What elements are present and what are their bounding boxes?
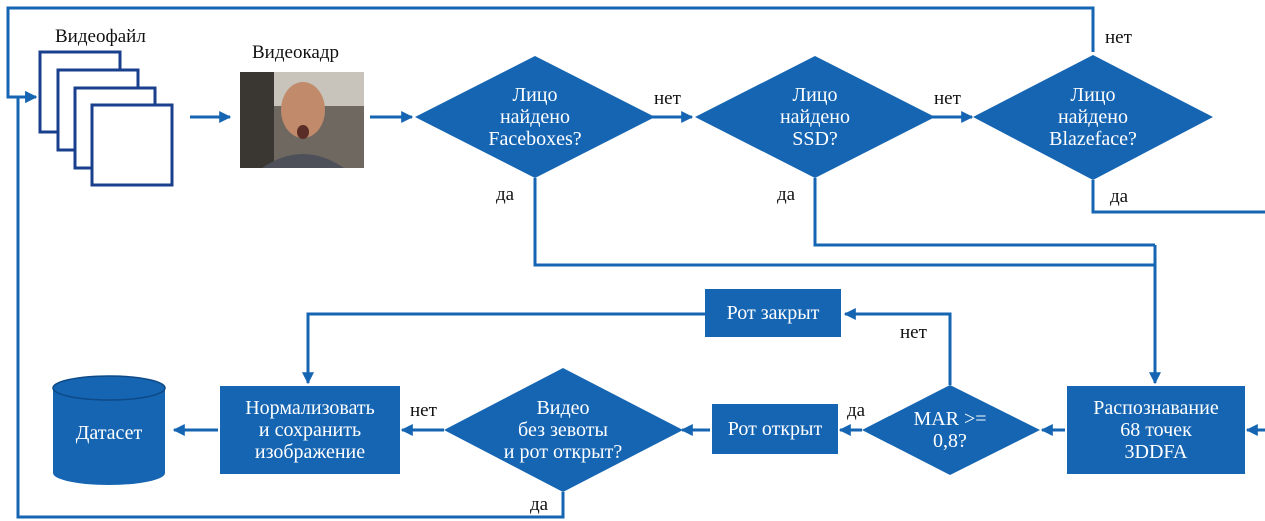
process-normalize: Нормализовать и сохранить изображение	[220, 386, 400, 474]
videofile-stack-icon	[38, 50, 174, 187]
dataset-label: Датасет	[75, 422, 143, 444]
decision-blazeface-text: Лицо найдено Blazeface?	[1049, 84, 1137, 150]
edge-label-blazeface-yes: да	[1110, 186, 1129, 207]
arrow-closed-to-normalize	[302, 312, 705, 385]
decision-blazeface	[973, 55, 1213, 180]
edge-label-mar-yes: да	[847, 400, 866, 421]
edge-label-faceboxes-yes: да	[496, 184, 515, 205]
arrow-mar-no	[843, 308, 952, 385]
edge-label-video-yes: да	[530, 494, 549, 515]
decision-ssd-text: Лицо найдено SSD?	[779, 84, 851, 150]
edge-label-ssd-no: нет	[934, 88, 961, 109]
videofile-label: Видеофайл	[55, 26, 146, 47]
edge-label-faceboxes-no: нет	[654, 88, 681, 109]
decision-mar-text: MAR >= 0,8?	[913, 408, 987, 452]
decision-faceboxes-text: Лицо найдено Faceboxes?	[488, 84, 582, 150]
process-mouth-closed: Рот закрыт	[705, 289, 841, 337]
videoframe-label: Видеокадр	[252, 42, 339, 63]
line-faceboxes-yes	[533, 178, 1155, 267]
arrow-check-yes-loop	[16, 91, 565, 519]
edge-label-video-no: нет	[410, 400, 437, 421]
decision-faceboxes	[415, 56, 655, 178]
edge-label-ssd-yes: да	[777, 184, 796, 205]
process-mouth-open: Рот открыт	[712, 404, 838, 454]
decision-ssd	[695, 56, 935, 178]
dataset-cylinder-icon	[52, 375, 166, 485]
decision-video-check	[444, 368, 683, 492]
decision-mar	[862, 385, 1040, 475]
line-blazeface-yes	[1091, 180, 1265, 214]
decision-video-check-text: Видео без зевоты и рот открыт?	[503, 397, 623, 463]
edge-label-mar-no: нет	[900, 322, 927, 343]
line-ssd-yes	[813, 178, 1155, 247]
process-landmarks: Распознавание 68 точек 3DDFA	[1067, 386, 1245, 474]
edge-label-blazeface-no: нет	[1105, 27, 1132, 48]
videoframe-thumbnail	[240, 72, 364, 168]
